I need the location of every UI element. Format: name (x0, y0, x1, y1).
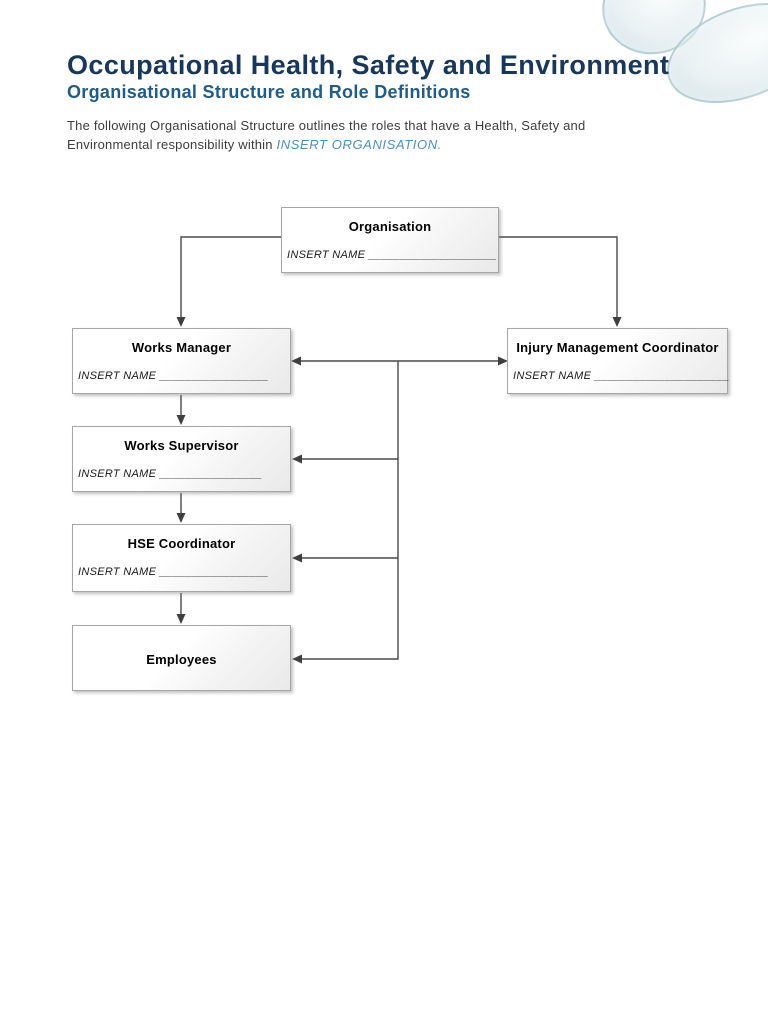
intro-line1: The following Organisational Structure o… (67, 118, 586, 133)
org-node-title: Injury Management Coordinator (516, 340, 719, 355)
org-node-employees: Employees (72, 625, 291, 691)
intro-paragraph: The following Organisational Structure o… (67, 116, 667, 154)
page-subtitle: Organisational Structure and Role Defini… (67, 82, 471, 102)
insert-name-placeholder: INSERT NAME ____________________ (287, 249, 497, 261)
page-title: Occupational Health, Safety and Environm… (67, 50, 670, 80)
org-node-title: Works Manager (131, 340, 232, 355)
intro-line2: Environmental responsibility within (67, 137, 277, 152)
org-node-title: Employees (146, 652, 217, 667)
org-node-works-supervisor: Works Supervisor INSERT NAME ___________… (72, 426, 291, 492)
insert-name-placeholder: INSERT NAME _____________________ (513, 370, 730, 382)
insert-organisation-placeholder: INSERT ORGANISATION. (276, 137, 442, 152)
insert-name-placeholder: INSERT NAME _________________ (78, 370, 269, 382)
org-node-title: Organisation (348, 219, 432, 234)
org-node-title: Works Supervisor (124, 438, 239, 453)
org-node-title: HSE Coordinator (127, 536, 236, 551)
org-node-hse-coordinator: HSE Coordinator INSERT NAME ____________… (72, 524, 291, 592)
org-node-organisation: Organisation INSERT NAME _______________… (281, 207, 499, 273)
insert-name-placeholder: INSERT NAME ________________ (78, 468, 263, 480)
org-node-injury-management-coordinator: Injury Management Coordinator INSERT NAM… (507, 328, 730, 394)
org-node-works-manager: Works Manager INSERT NAME ______________… (72, 328, 291, 394)
insert-name-placeholder: INSERT NAME _________________ (78, 566, 269, 578)
